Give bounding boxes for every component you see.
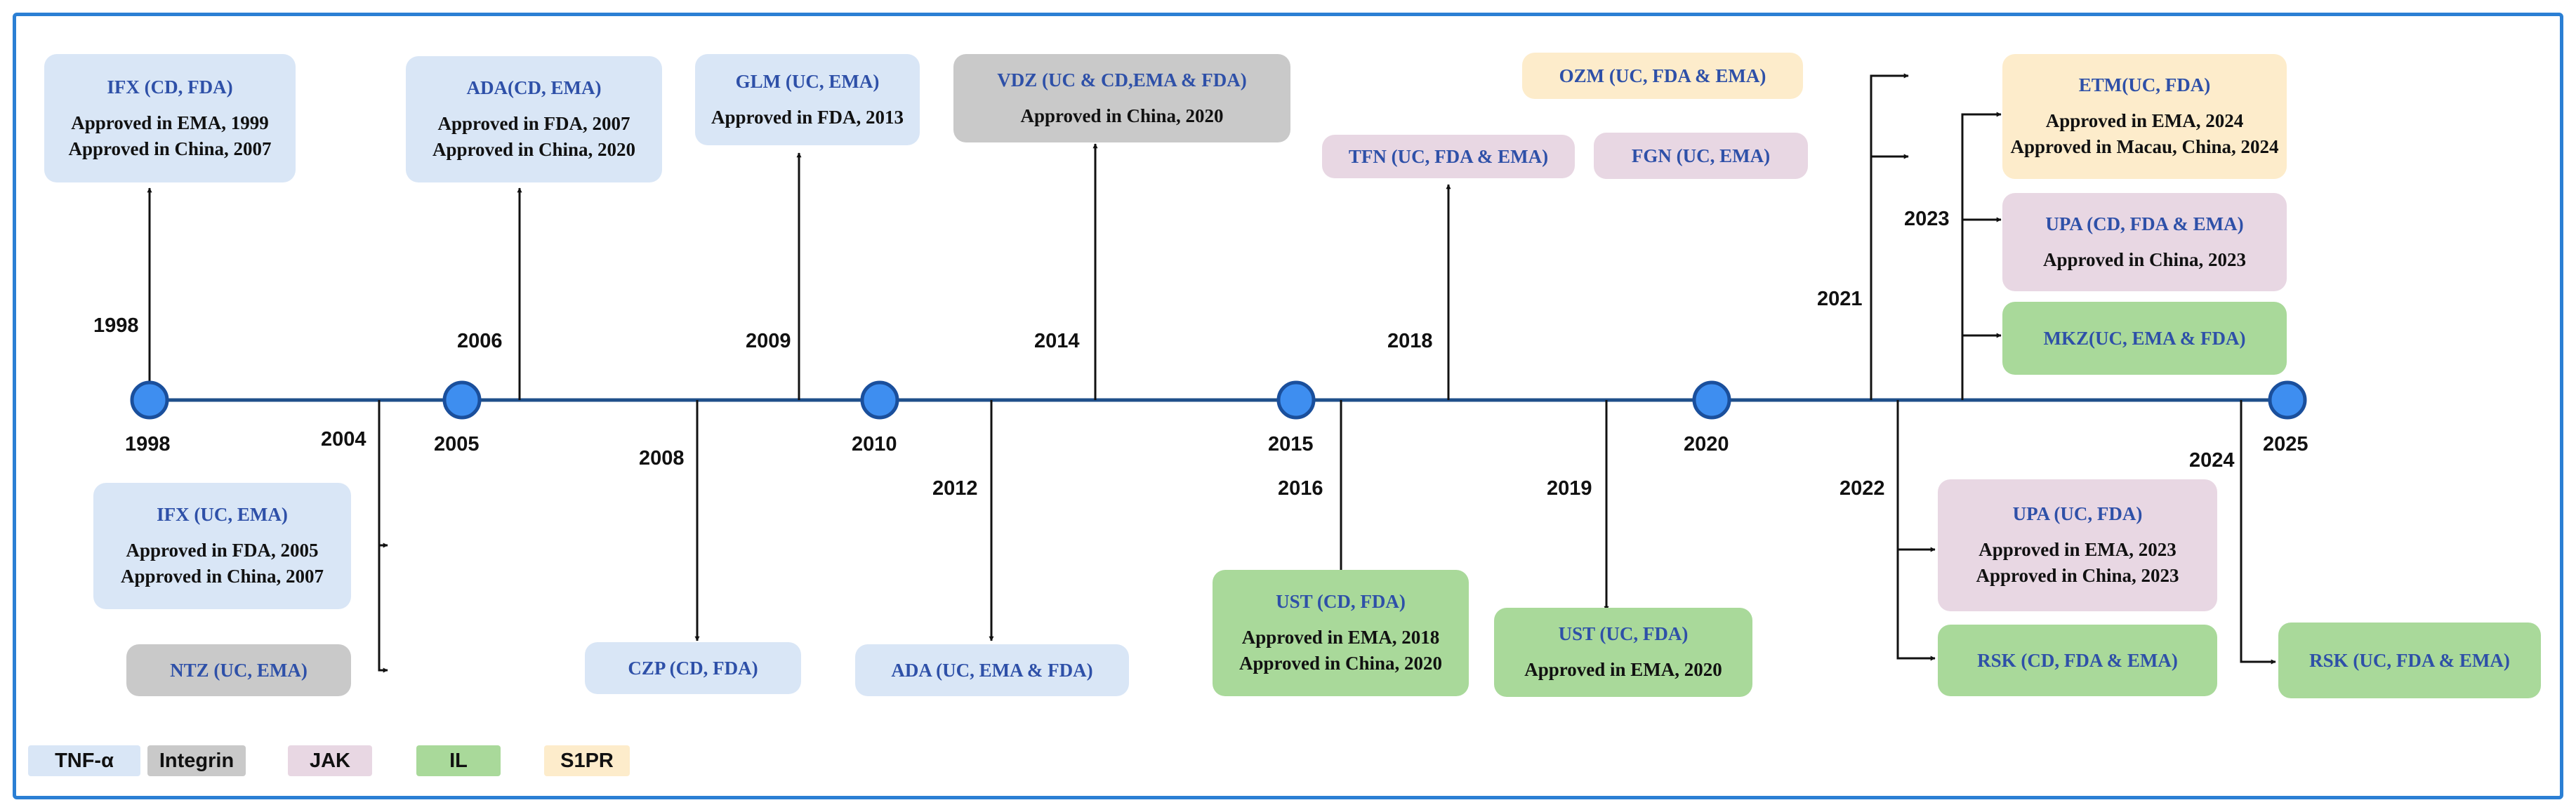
- event-note: Approved in EMA, 1999: [71, 112, 269, 133]
- milestone-marker: [442, 380, 482, 420]
- connector-rsk-uc: [2240, 400, 2276, 665]
- event-rsk-cd: RSK (CD, FDA & EMA): [1938, 625, 2217, 696]
- event-year-label: 2018: [1387, 330, 1433, 352]
- connector-upa-uc: [1896, 400, 1936, 552]
- event-vdz: VDZ (UC & CD,EMA & FDA) Approved in Chin…: [953, 54, 1290, 142]
- event-note: Approved in Macau, China, 2024: [2010, 136, 2279, 157]
- event-rsk-uc: RSK (UC, FDA & EMA): [2278, 623, 2541, 698]
- event-title: UST (CD, FDA): [1276, 591, 1406, 612]
- connector-etm: [1961, 112, 2002, 400]
- event-glm: GLM (UC, EMA) Approved in FDA, 2013: [695, 54, 920, 145]
- event-note: Approved in FDA, 2007: [437, 113, 630, 134]
- event-ifx-cd: IFX (CD, FDA) Approved in EMA, 1999 Appr…: [44, 54, 296, 182]
- event-note: Approved in China, 2020: [432, 139, 636, 160]
- event-note: Approved in FDA, 2013: [711, 106, 904, 128]
- event-year-label: 2006: [457, 330, 503, 352]
- event-fgn: FGN (UC, EMA): [1594, 133, 1808, 179]
- event-note: Approved in EMA, 2018: [1241, 627, 1440, 648]
- event-title: ADA (UC, EMA & FDA): [891, 660, 1093, 681]
- event-note: Approved in FDA, 2005: [126, 540, 319, 561]
- event-title: OZM (UC, FDA & EMA): [1559, 65, 1766, 86]
- milestone-label: 2015: [1268, 433, 1314, 455]
- connector-ozm: [1870, 73, 1909, 400]
- milestone-label: 2005: [434, 433, 480, 455]
- event-year-label: 2024: [2189, 449, 2235, 472]
- milestone-marker: [860, 380, 899, 420]
- event-upa-uc: UPA (UC, FDA) Approved in EMA, 2023 Appr…: [1938, 479, 2217, 611]
- event-ust-uc: UST (UC, FDA) Approved in EMA, 2020: [1494, 608, 1752, 697]
- event-upa-cd: UPA (CD, FDA & EMA) Approved in China, 2…: [2002, 193, 2287, 291]
- event-ada-uc: ADA (UC, EMA & FDA): [855, 644, 1129, 696]
- event-ust-cd: UST (CD, FDA) Approved in EMA, 2018 Appr…: [1213, 570, 1469, 696]
- milestone-label: 2010: [852, 433, 897, 455]
- event-title: IFX (CD, FDA): [107, 76, 233, 98]
- milestone-marker: [130, 380, 169, 420]
- event-year-label: 1998: [93, 314, 139, 337]
- event-ntz: NTZ (UC, EMA): [126, 644, 351, 696]
- event-mkz: MKZ(UC, EMA & FDA): [2002, 302, 2287, 375]
- event-title: GLM (UC, EMA): [735, 70, 880, 92]
- event-year-label: 2016: [1278, 477, 1323, 500]
- event-note: Approved in EMA, 2020: [1524, 659, 1722, 680]
- event-ozm: OZM (UC, FDA & EMA): [1522, 53, 1803, 99]
- event-title: RSK (UC, FDA & EMA): [2309, 650, 2510, 671]
- event-czp: CZP (CD, FDA): [585, 642, 801, 694]
- event-title: FGN (UC, EMA): [1631, 145, 1771, 166]
- event-title: MKZ(UC, EMA & FDA): [2043, 328, 2246, 349]
- event-note: Approved in China, 2007: [120, 566, 324, 587]
- milestone-label: 2020: [1684, 433, 1729, 455]
- event-title: CZP (CD, FDA): [628, 658, 758, 679]
- milestone-marker: [2268, 380, 2307, 420]
- event-year-label: 2021: [1817, 288, 1863, 310]
- event-title: ADA(CD, EMA): [466, 77, 602, 98]
- event-year-label: 2014: [1034, 330, 1080, 352]
- event-title: TFN (UC, FDA & EMA): [1348, 146, 1549, 167]
- event-year-label: 2004: [321, 428, 366, 451]
- event-year-label: 2012: [932, 477, 978, 500]
- event-title: VDZ (UC & CD,EMA & FDA): [997, 69, 1247, 91]
- event-tfn: TFN (UC, FDA & EMA): [1322, 135, 1575, 178]
- event-title: UPA (UC, FDA): [2012, 503, 2143, 524]
- milestone-marker: [1276, 380, 1316, 420]
- event-note: Approved in China, 2023: [1976, 565, 2179, 586]
- event-title: IFX (UC, EMA): [157, 504, 288, 525]
- event-year-label: 2022: [1839, 477, 1885, 500]
- connector-rsk-cd: [1896, 550, 1936, 661]
- legend-s1pr: S1PR: [544, 745, 630, 776]
- event-note: Approved in China, 2023: [2042, 248, 2247, 270]
- connector-ntz: [378, 545, 388, 673]
- event-title: UPA (CD, FDA & EMA): [2045, 213, 2244, 234]
- event-year-label: 2019: [1547, 477, 1592, 500]
- event-note: Approved in EMA, 2024: [2045, 110, 2244, 131]
- event-note: Approved in EMA, 2023: [1979, 539, 2177, 560]
- milestone-label: 1998: [125, 433, 171, 455]
- legend-il: IL: [416, 745, 501, 776]
- event-title: ETM(UC, FDA): [2078, 74, 2211, 95]
- event-title: UST (UC, FDA): [1558, 623, 1689, 644]
- legend-jak: JAK: [288, 745, 372, 776]
- event-year-label: 2009: [746, 330, 791, 352]
- legend-tnf: TNF-α: [28, 745, 140, 776]
- connector-ifx-uc: [378, 400, 388, 548]
- event-etm: ETM(UC, FDA) Approved in EMA, 2024 Appro…: [2002, 54, 2287, 179]
- milestone-label: 2025: [2263, 433, 2309, 455]
- milestone-marker: [1692, 380, 1731, 420]
- event-ada-cd: ADA(CD, EMA) Approved in FDA, 2007 Appro…: [406, 56, 662, 182]
- event-title: RSK (CD, FDA & EMA): [1977, 650, 2178, 671]
- event-note: Approved in China, 2020: [1020, 105, 1224, 126]
- event-note: Approved in China, 2007: [68, 138, 272, 159]
- event-note: Approved in China, 2020: [1239, 653, 1443, 674]
- event-title: NTZ (UC, EMA): [170, 660, 308, 681]
- event-year-label: 2008: [639, 447, 685, 470]
- legend-integrin: Integrin: [147, 745, 246, 776]
- event-ifx-uc: IFX (UC, EMA) Approved in FDA, 2005 Appr…: [93, 483, 351, 609]
- event-year-label: 2023: [1904, 208, 1950, 230]
